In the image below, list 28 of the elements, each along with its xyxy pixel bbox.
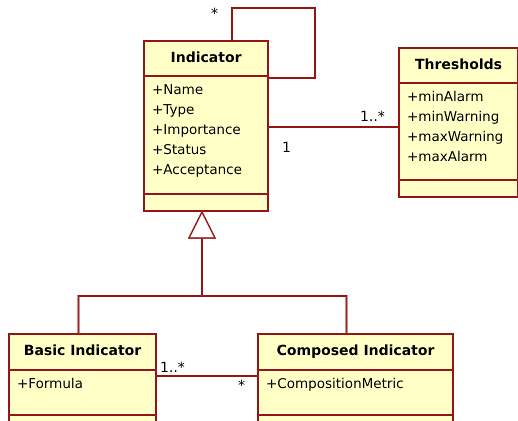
association-line [269, 126, 398, 128]
class-box [143, 40, 269, 212]
attribute: +Importance [151, 121, 242, 140]
multiplicity-label: 1..* [360, 109, 385, 125]
association-line [231, 7, 316, 79]
class-box [8, 333, 157, 421]
attribute: +Type [151, 101, 196, 120]
class-box [257, 333, 454, 421]
attribute: +Name [151, 81, 204, 100]
multiplicity-label: * [211, 6, 218, 22]
attribute: +Acceptance [151, 161, 243, 180]
class-name: Composed Indicator [259, 335, 452, 371]
class-name: Thresholds [400, 49, 517, 84]
generalization-arrow [188, 211, 348, 333]
multiplicity-label: 1 [282, 140, 291, 156]
multiplicity-label: * [238, 378, 245, 394]
attribute: +Formula [16, 375, 84, 394]
attribute: +maxWarning [406, 128, 504, 147]
attribute: +minWarning [406, 108, 500, 127]
attribute: +CompositionMetric [265, 375, 405, 394]
attribute: +Status [151, 141, 208, 160]
association-line [157, 375, 257, 377]
class-name: Indicator [145, 42, 267, 77]
class-name: Basic Indicator [10, 335, 155, 371]
class-box [398, 47, 518, 198]
multiplicity-label: 1..* [160, 360, 185, 376]
attribute: +maxAlarm [406, 148, 488, 167]
attribute: +minAlarm [406, 88, 484, 107]
